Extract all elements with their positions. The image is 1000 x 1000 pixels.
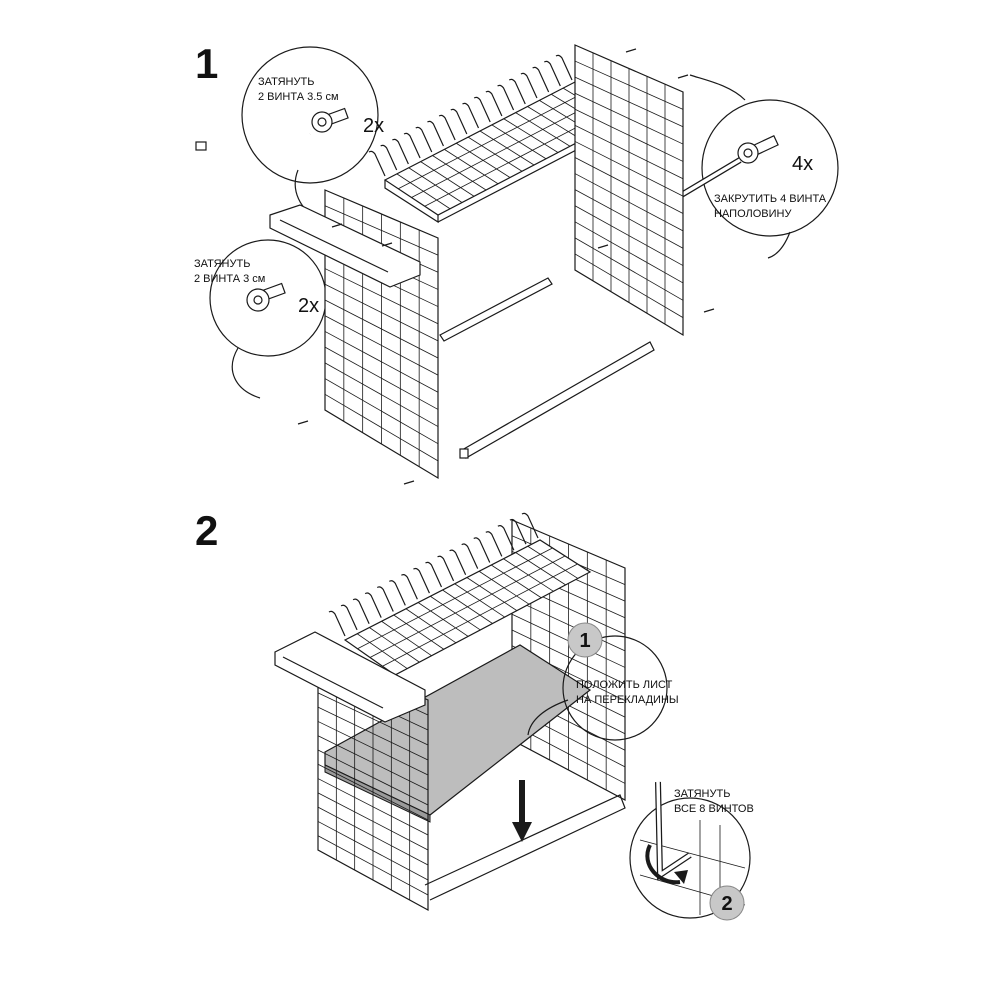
badge-2-number: 2 xyxy=(721,893,732,915)
callout-3-line2: НАПОЛОВИНУ xyxy=(714,208,792,220)
callout-3-line1: ЗАКРУТИТЬ 4 ВИНТА xyxy=(714,193,827,205)
badge-1 xyxy=(567,622,603,658)
bolt-icon xyxy=(311,107,349,133)
badge-1-number: 1 xyxy=(579,630,590,652)
crossbar-lower xyxy=(459,341,655,459)
callout-2-line1: ЗАТЯНУТЬ xyxy=(194,258,250,270)
bolt-icon xyxy=(246,282,286,312)
badge-2 xyxy=(709,885,745,921)
callout-1-multiplier: 2x xyxy=(363,115,384,137)
bolt-icon xyxy=(737,135,779,164)
callout-4-line2: НА ПЕРЕКЛАДИНЫ xyxy=(576,694,679,706)
step-1-number: 1 xyxy=(195,40,218,87)
callout-5-line1: ЗАТЯНУТЬ xyxy=(674,788,730,800)
top-shelf-rack xyxy=(368,54,632,224)
callout-5-line2: ВСЕ 8 ВИНТОВ xyxy=(674,803,754,815)
callout-1-line1: ЗАТЯНУТЬ xyxy=(258,76,314,88)
callout-2-multiplier: 2x xyxy=(298,295,319,317)
callout-place-board: 1 ПОЛОЖИТЬ ЛИСТ НА ПЕРЕКЛАДИНЫ xyxy=(527,622,679,741)
callout-1-line2: 2 ВИНТА 3.5 см xyxy=(258,91,339,103)
crossbar-upper xyxy=(439,277,553,342)
callout-2-line2: 2 ВИНТА 3 см xyxy=(194,273,265,285)
left-side-panel xyxy=(269,189,439,480)
step-2-number: 2 xyxy=(195,507,218,554)
screw-icons xyxy=(297,48,715,485)
allen-key-left xyxy=(195,132,311,189)
callout-4-line1: ПОЛОЖИТЬ ЛИСТ xyxy=(576,679,673,691)
callout-3cm: ЗАТЯНУТЬ 2 ВИНТА 3 см 2x xyxy=(194,239,327,399)
right-side-panel xyxy=(574,44,684,337)
callout-3-5cm: ЗАТЯНУТЬ 2 ВИНТА 3.5 см 2x xyxy=(241,46,384,221)
callout-tighten-8: ЗАТЯНУТЬ ВСЕ 8 ВИНТОВ 2 xyxy=(629,781,754,921)
assembled-cart xyxy=(274,512,626,912)
callout-3-multiplier: 4x xyxy=(792,153,813,175)
